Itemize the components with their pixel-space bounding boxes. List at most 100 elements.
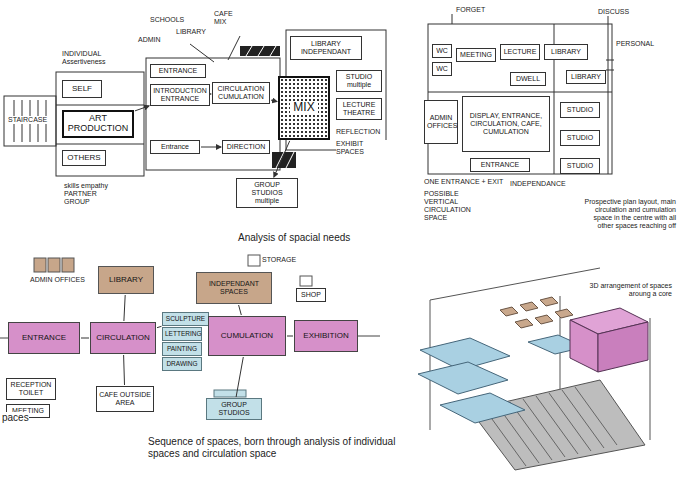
space-box: ENTRANCE [470, 158, 530, 172]
annotation: PERSONAL [616, 40, 654, 48]
connector [124, 295, 125, 321]
annotation: EXHIBIT SPACES [336, 140, 392, 156]
space-label: ENTRANCE [11, 334, 77, 343]
space-box: DWELL [510, 72, 546, 86]
connector [135, 106, 149, 111]
annotation: ONE ENTRANCE + EXIT [424, 178, 503, 186]
plan-outline [428, 24, 612, 174]
space-box: RECEPTION TOILET [6, 378, 56, 400]
space-label: MEETING [459, 51, 493, 59]
space-label: WC [435, 65, 449, 73]
space-box: ART PRODUCTION [62, 110, 134, 138]
space-box: MIX [278, 76, 330, 140]
space-label: STUDIO multiple [339, 73, 379, 88]
space-label: DWELL [513, 75, 543, 83]
office-square [62, 258, 74, 272]
space-label: CIRCULATION CUMULATION [215, 85, 267, 100]
sketch-line [428, 92, 612, 93]
space-box: LIBRARY [544, 44, 588, 60]
annotation: SCHOOLS [150, 16, 184, 24]
space-box: STUDIO [560, 102, 600, 118]
sequence-sketch [0, 255, 380, 397]
hatch [270, 46, 276, 56]
hatch [286, 152, 294, 168]
connector [287, 336, 293, 337]
annotation: 3D arrangement of spaces aroung a core [582, 282, 672, 298]
connector [81, 338, 89, 339]
room-square [535, 315, 553, 324]
annotation: INDIVIDUAL Assertiveness [62, 50, 132, 66]
floor-plane [440, 393, 525, 423]
space-box: LECTURE THEATRE [336, 98, 382, 120]
connector [157, 326, 162, 327]
plan-sketch [428, 14, 614, 174]
annotation: REFLECTION [336, 128, 380, 136]
core-front [570, 320, 598, 372]
annotation: INDEPENDANCE [510, 180, 566, 188]
space-label: LECTURE [503, 48, 537, 56]
office-square [48, 258, 60, 272]
space-box: SCULPTURE [162, 312, 209, 326]
studio-box [214, 390, 246, 397]
space-label: OTHERS [65, 154, 103, 163]
storage-box [248, 255, 260, 266]
stair-hatch [575, 387, 617, 445]
sketch-line [0, 338, 8, 339]
caption: paces [2, 412, 29, 424]
shop-box [300, 276, 312, 286]
sketch-line [56, 105, 144, 106]
space-box: LETTERING [162, 327, 202, 341]
space-label: DIRECTION [225, 143, 267, 151]
space-label: INDEPENDANT SPACES [199, 280, 269, 295]
room-square [520, 302, 538, 311]
space-label: SHOP [299, 291, 323, 299]
space-label: DRAWING [165, 360, 199, 367]
space-box: LIBRARY [98, 266, 154, 294]
office-square [34, 258, 46, 272]
space-label: STUDIO [563, 106, 597, 114]
space-box: INTRODUCTION ENTRANCE [150, 84, 210, 106]
annotation: LIBRARY [176, 28, 206, 36]
space-box: GROUP STUDIOS multiple [236, 178, 298, 208]
space-label: STUDIO [563, 134, 597, 142]
space-label: ART PRODUCTION [66, 114, 130, 134]
space-box: OTHERS [62, 150, 106, 166]
space-box: LIBRARY INDEPENDANT [290, 36, 362, 60]
annotation: DISCUSS [598, 8, 629, 16]
room-square [500, 307, 518, 316]
space-box: STUDIO [560, 158, 600, 174]
analysis-sketch [4, 30, 386, 176]
space-box: SHOP [296, 288, 326, 302]
sketch-line [452, 14, 453, 24]
space-box: ADMIN OFFICES [424, 100, 458, 144]
connector [123, 355, 125, 385]
space-box: LECTURE [500, 44, 540, 60]
connector [201, 147, 221, 148]
space-box: PAINTING [162, 342, 202, 356]
annotation: STORAGE [262, 256, 296, 264]
space-label: LECTURE THEATRE [339, 101, 379, 116]
space-label: INTRODUCTION ENTRANCE [153, 87, 207, 102]
space-box: Entrance [150, 140, 200, 154]
space-box: EXHIBITION [294, 320, 358, 352]
space-box: MEETING [456, 48, 496, 62]
wing-outline [4, 96, 56, 146]
space-box: LIBRARY [566, 70, 606, 84]
self-column [56, 72, 144, 176]
sketch-line [608, 16, 609, 174]
space-box: DIRECTION [222, 140, 270, 154]
space-label: CAFE OUTSIDE AREA [99, 391, 151, 406]
annotation: CAFE MIX [214, 10, 242, 26]
sketch-line [430, 268, 600, 300]
connector [239, 305, 242, 315]
core-side [598, 322, 648, 372]
space-label: ENTRANCE [473, 161, 527, 169]
space-label: LIBRARY [547, 48, 585, 56]
connector [274, 141, 290, 177]
sketch-line [650, 318, 651, 440]
space-label: EXHIBITION [297, 332, 355, 341]
space-label: ENTRANCE [153, 67, 203, 75]
tick [606, 70, 614, 71]
hatch [276, 152, 284, 168]
space-box: STUDIO multiple [336, 70, 382, 92]
